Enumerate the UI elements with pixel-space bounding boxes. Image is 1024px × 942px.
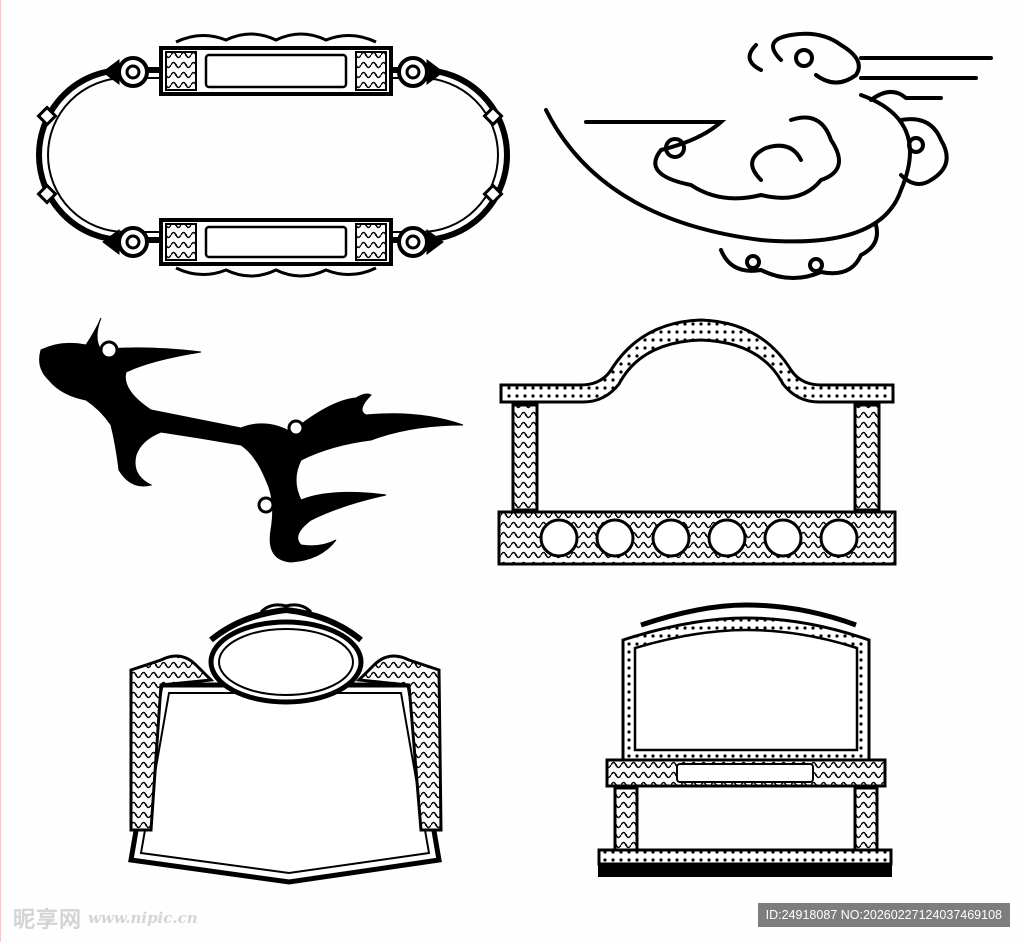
ornament-sheet (36, 31, 993, 885)
no-label: NO: (840, 908, 863, 922)
watermark-left: 昵享网 www.nipic.cn (13, 902, 198, 934)
oval-frame-icon (36, 32, 510, 278)
watermark-url: www.nipic.cn (88, 909, 198, 927)
watermark-logo: 昵享网 (13, 908, 83, 933)
oval-crest-frame-icon (128, 603, 443, 885)
branch-cloud-icon (39, 317, 464, 563)
pavilion-plaque-frame-icon (597, 602, 893, 877)
arched-plaque-frame-icon (497, 318, 897, 566)
id-value: 24918087 (781, 908, 838, 922)
watermark-id-badge: ID:24918087 NO:20260227124037469108 (757, 903, 1010, 927)
auspicious-cloud-icon (544, 31, 993, 281)
no-value: 20260227124037469108 (862, 908, 1002, 922)
id-label: ID: (765, 908, 782, 922)
